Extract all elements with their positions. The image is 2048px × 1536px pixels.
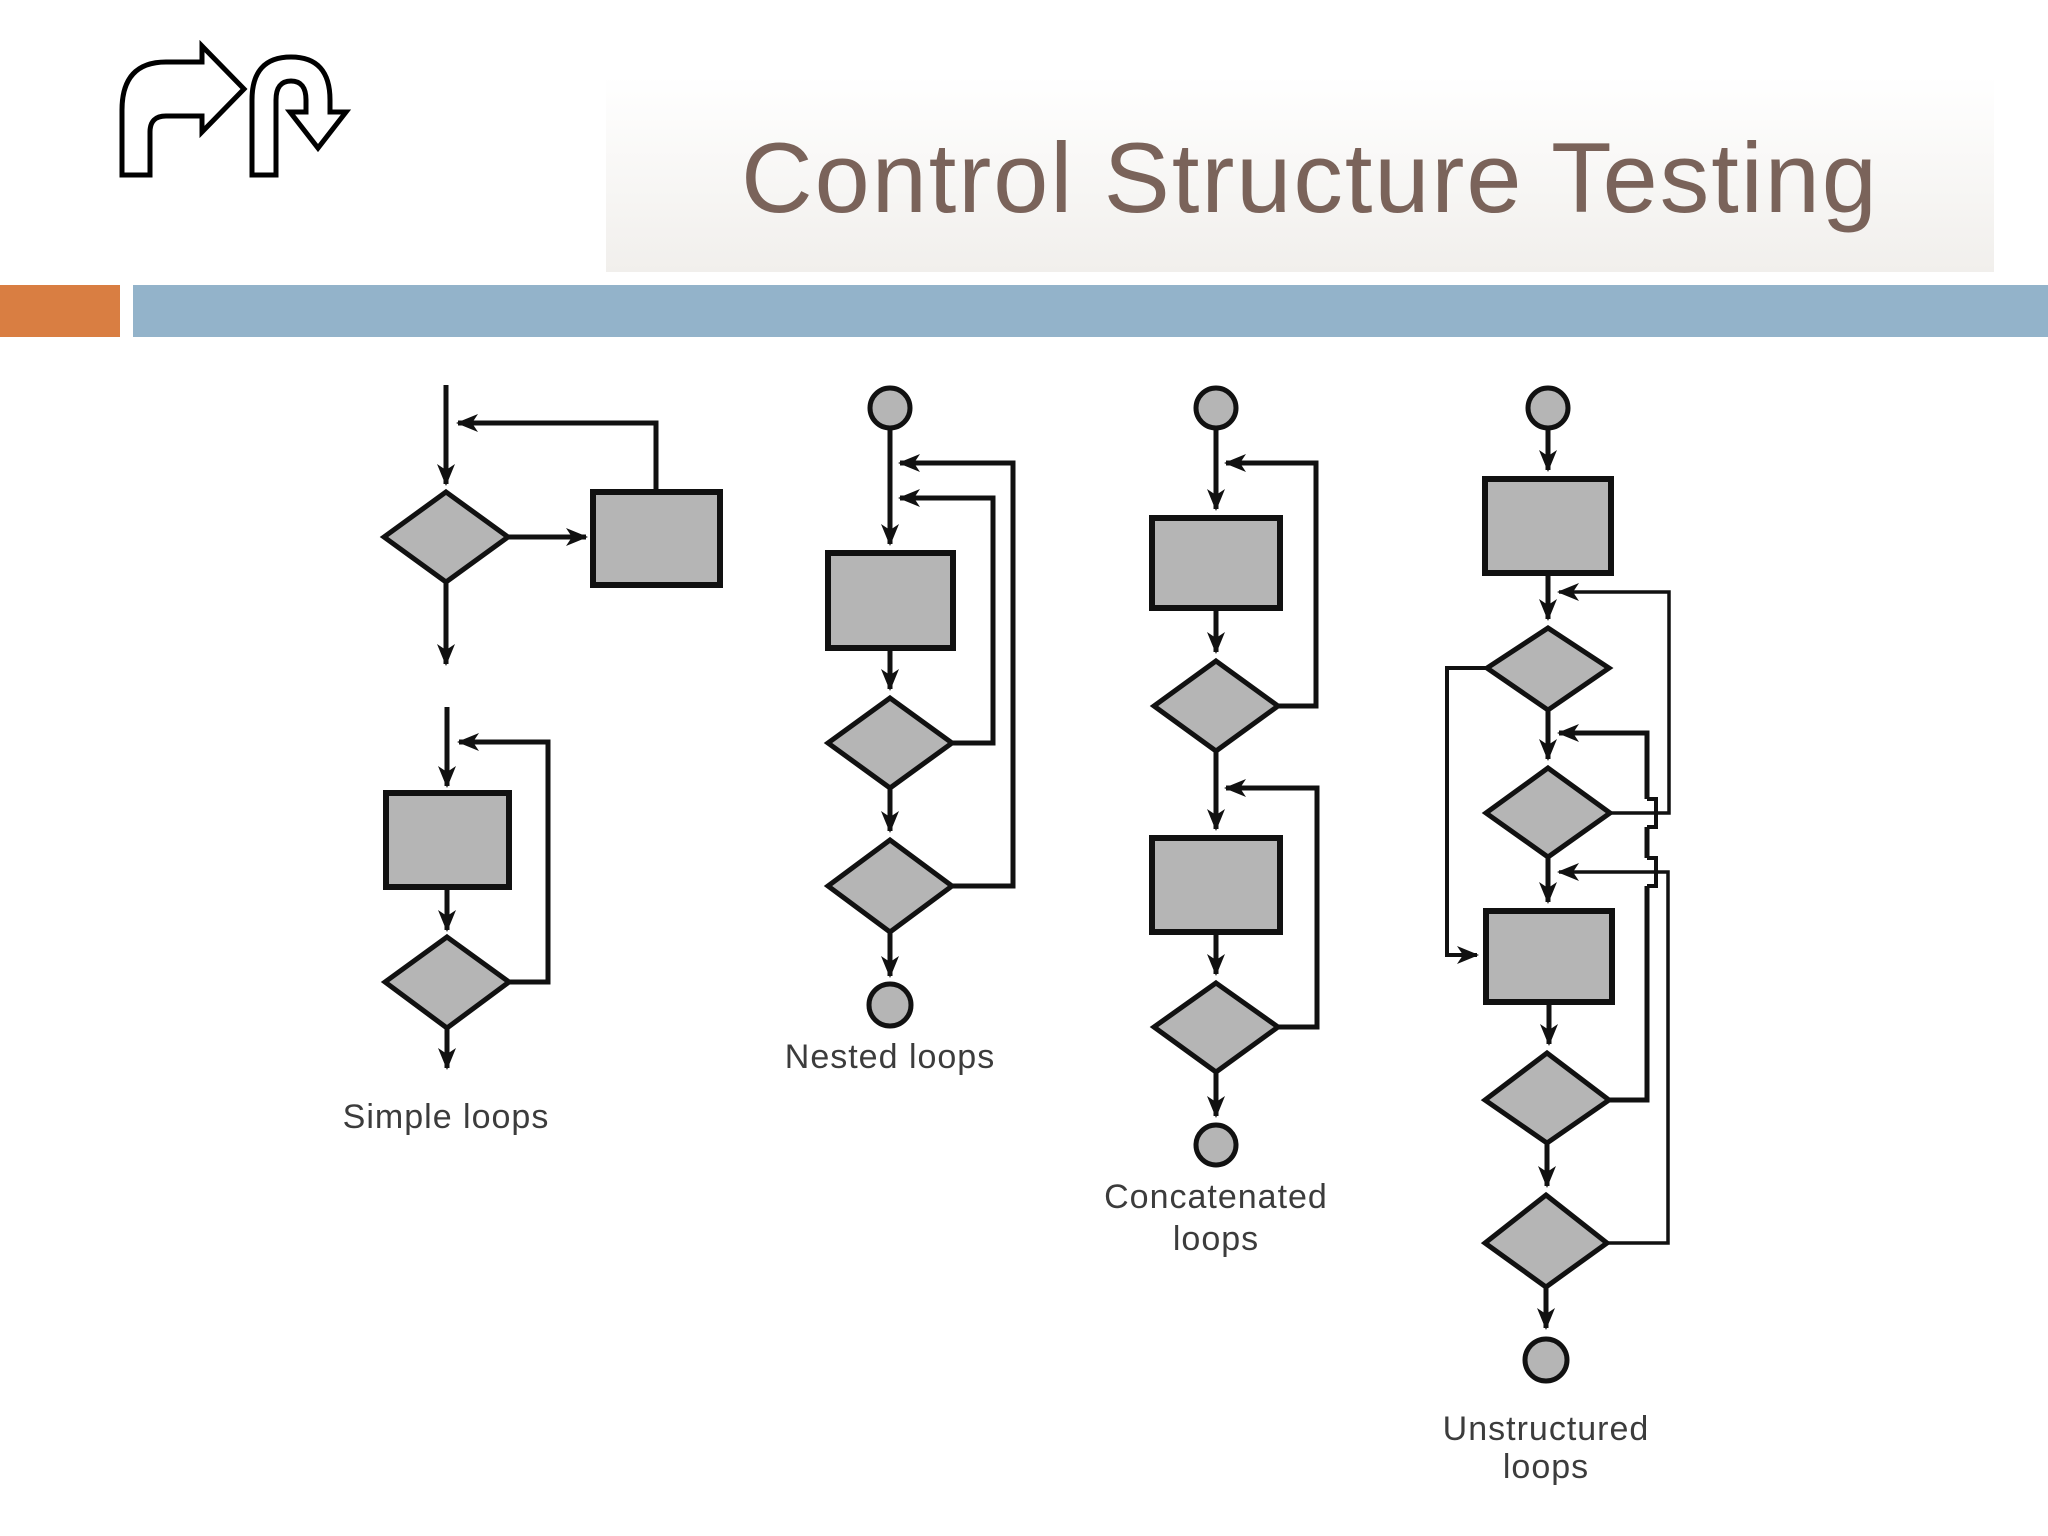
loop-back-line (1557, 863, 1670, 1245)
simple-loops-diagram: Simple loops (343, 385, 723, 1136)
bypass-line (1445, 666, 1487, 964)
nested-loops-label: Nested loops (785, 1038, 995, 1076)
u-turn-arrow-icon (249, 54, 352, 178)
process-box (383, 790, 512, 890)
process-box (1149, 835, 1283, 935)
decision-diamond (1482, 625, 1614, 714)
concatenated-loops-label-line1: Concatenated (1104, 1178, 1328, 1216)
outer-loop-back-line (898, 454, 1016, 889)
process-box (1483, 908, 1615, 1005)
decision-diamond (823, 694, 957, 792)
process-box (1482, 476, 1614, 576)
decision-diamond (1481, 764, 1615, 861)
nested-loops-diagram: Nested loops (785, 385, 1016, 1076)
accent-bar-blue (133, 285, 2048, 337)
slide-title: Control Structure Testing (741, 122, 1879, 233)
start-circle (867, 385, 913, 431)
loop-back-line (1609, 886, 1650, 1103)
process-box (590, 489, 723, 588)
end-circle (1193, 1122, 1239, 1168)
process-box (1149, 515, 1283, 611)
unstructured-loops-label-line2: loops (1503, 1448, 1589, 1486)
simple-loops-label: Simple loops (343, 1098, 550, 1136)
loop-back-line (1224, 454, 1319, 709)
decision-diamond (380, 933, 514, 1032)
unstructured-loops-label-line1: Unstructured (1443, 1410, 1650, 1448)
right-turn-arrow-icon (119, 39, 248, 178)
decision-diamond (1149, 657, 1283, 755)
decision-diamond (1480, 1049, 1614, 1147)
loop-back-line (1557, 724, 1650, 799)
concatenated-loops-diagram: Concatenated loops (1104, 385, 1328, 1258)
loop-back-line (456, 414, 659, 492)
decision-diamond (379, 488, 513, 586)
start-circle (1525, 385, 1571, 431)
start-circle (1193, 385, 1239, 431)
loop-back-line (1557, 583, 1671, 815)
title-background-box (606, 76, 1994, 272)
process-box (825, 550, 956, 651)
turn-arrows-icon (119, 39, 352, 178)
unstructured-loops-diagram: Unstructured loops (1443, 385, 1671, 1486)
decision-diamond (1149, 979, 1283, 1076)
decision-diamond (823, 836, 957, 936)
loop-back-line (1224, 779, 1320, 1030)
end-circle (866, 981, 914, 1029)
decision-diamond (1480, 1191, 1612, 1291)
loop-back-line (457, 733, 551, 985)
end-circle (1522, 1336, 1570, 1384)
concatenated-loops-label-line2: loops (1173, 1220, 1259, 1258)
accent-bar-orange (0, 285, 120, 337)
inner-loop-back-line (898, 489, 996, 746)
